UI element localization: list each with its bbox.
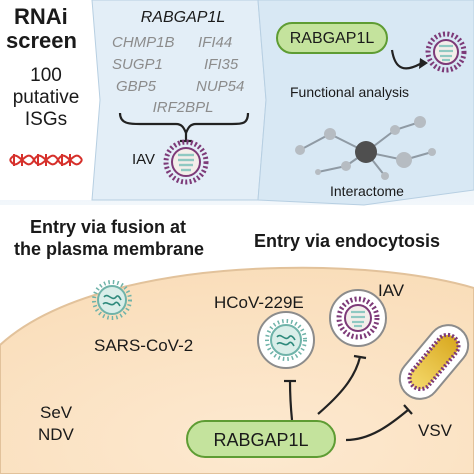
isg-count: 100 [30, 65, 62, 86]
gene-item: IFI35 [204, 56, 239, 73]
inhibition-icon [180, 133, 192, 143]
left-panel [0, 0, 100, 200]
virus-label-sev: SeV [40, 403, 73, 422]
virus-label-hcov: HCoV-229E [214, 293, 304, 312]
dna-icon [9, 154, 83, 166]
interactome-label: Interactome [330, 183, 404, 199]
isg-label: putative [12, 87, 80, 108]
virus-icon [163, 139, 209, 185]
virus-icon [425, 31, 467, 73]
gene-top: RABGAP1L [140, 9, 226, 26]
virus-label-sars: SARS-CoV-2 [94, 336, 194, 355]
network-icon [295, 116, 436, 180]
fusion-title: the plasma membrane [14, 239, 205, 259]
virus-label-vsv: VSV [418, 421, 453, 440]
gene-pill: RABGAP1L [186, 420, 336, 458]
gene-pill-label: RABGAP1L [289, 30, 375, 47]
virus-icon [398, 324, 470, 400]
virus-label-iav: IAV [132, 151, 156, 168]
cell-outline-hint [0, 265, 240, 272]
arrow-head [419, 58, 428, 69]
gene-pill-label: RABGAP1L [213, 430, 309, 450]
virus-icon [257, 311, 315, 369]
gene-pill: RABGAP1L [276, 22, 388, 54]
gene-item: SUGP1 [112, 56, 163, 73]
gene-item: IRF2BPL [152, 99, 214, 116]
gene-item: GBP5 [116, 78, 157, 95]
inhibition-icon [284, 354, 413, 442]
endocytosis-title: Entry via endocytosis [254, 231, 441, 251]
isg-label: ISGs [24, 109, 68, 130]
curved-arrow-icon [390, 49, 421, 70]
panel-title: screen [6, 28, 77, 53]
virus-label-iav: IAV [378, 281, 405, 300]
functional-analysis-label: Functional analysis [290, 84, 410, 100]
virus-icon [329, 289, 387, 347]
panel-title: RNAi [14, 4, 68, 29]
fusion-title: Entry via fusion at [30, 217, 187, 237]
virus-icon [92, 280, 132, 320]
virus-label-ndv: NDV [38, 425, 74, 444]
gene-item: NUP54 [196, 78, 245, 95]
gene-item: IFI44 [198, 34, 233, 51]
gene-item: CHMP1B [112, 34, 175, 51]
